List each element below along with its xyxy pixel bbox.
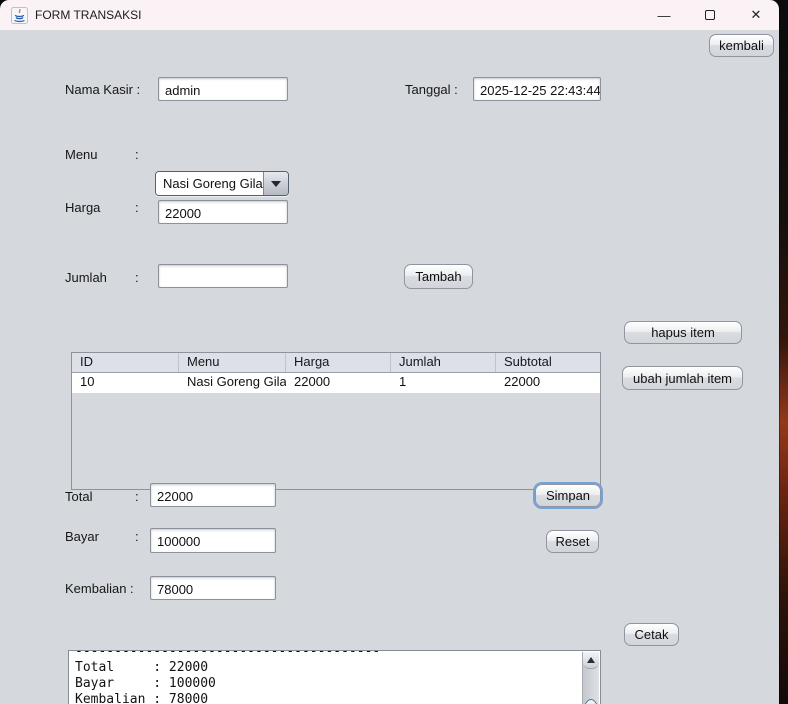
bayar-colon: :: [135, 529, 139, 544]
harga-label: Harga: [65, 200, 101, 215]
titlebar: FORM TRANSAKSI — ✕: [0, 0, 779, 30]
harga-input[interactable]: [158, 200, 288, 224]
hapus-item-button[interactable]: hapus item: [624, 321, 742, 344]
bayar-input[interactable]: [150, 528, 276, 553]
menu-label: Menu: [65, 147, 98, 162]
maximize-icon: [705, 10, 715, 20]
jumlah-input[interactable]: [158, 264, 288, 288]
maximize-button[interactable]: [687, 0, 733, 30]
minimize-button[interactable]: —: [641, 0, 687, 30]
total-label: Total: [65, 489, 93, 504]
form-transaksi-panel: kembali Nama Kasir : Tanggal : Menu : Na…: [0, 30, 779, 704]
window-title: FORM TRANSAKSI: [35, 8, 142, 22]
receipt-text: --------------------------------------- …: [75, 650, 381, 704]
jumlah-colon: :: [135, 270, 139, 285]
nama-kasir-label: Nama Kasir :: [65, 82, 141, 97]
simpan-button[interactable]: Simpan: [535, 484, 601, 507]
kembali-button[interactable]: kembali: [709, 34, 774, 57]
kembalian-label: Kembalian :: [65, 581, 134, 596]
arrow-up-icon: [587, 657, 595, 663]
cetak-button[interactable]: Cetak: [624, 623, 679, 646]
scroll-up-button[interactable]: [583, 652, 599, 669]
items-table: ID Menu Harga Jumlah Subtotal 10 Nasi Go…: [71, 352, 601, 490]
menu-selected-value: Nasi Goreng Gila: [156, 172, 263, 195]
total-input[interactable]: [150, 483, 276, 507]
tanggal-input[interactable]: [473, 77, 601, 101]
minimize-icon: —: [657, 7, 671, 23]
cell-jumlah: 1: [399, 374, 407, 389]
close-button[interactable]: ✕: [733, 0, 779, 30]
bayar-label: Bayar: [65, 529, 99, 544]
ubah-jumlah-item-button[interactable]: ubah jumlah item: [622, 366, 743, 390]
nama-kasir-input[interactable]: [158, 77, 288, 101]
cell-harga: 22000: [294, 374, 331, 389]
close-icon: ✕: [750, 7, 762, 22]
cell-menu: Nasi Goreng Gila: [187, 374, 286, 389]
items-table-header: ID Menu Harga Jumlah Subtotal: [72, 353, 600, 373]
menu-dropdown-button[interactable]: [263, 172, 288, 195]
tambah-button[interactable]: Tambah: [404, 264, 473, 289]
kembalian-input[interactable]: [150, 576, 276, 600]
reset-button[interactable]: Reset: [546, 530, 599, 553]
col-header-menu[interactable]: Menu: [179, 353, 286, 372]
total-colon: :: [135, 489, 139, 504]
receipt-textarea[interactable]: --------------------------------------- …: [68, 650, 601, 704]
col-header-id[interactable]: ID: [72, 353, 179, 372]
table-row[interactable]: 10 Nasi Goreng Gila 22000 1 22000: [72, 373, 600, 393]
java-app-icon: [11, 6, 28, 24]
chevron-down-icon: [271, 180, 281, 187]
cell-id: 10: [80, 374, 95, 389]
col-header-jumlah[interactable]: Jumlah: [391, 353, 496, 372]
harga-colon: :: [135, 200, 139, 215]
col-header-subtotal[interactable]: Subtotal: [504, 354, 552, 369]
col-header-harga[interactable]: Harga: [286, 353, 391, 372]
menu-colon: :: [135, 147, 139, 162]
scrollbar-thumb[interactable]: [583, 699, 599, 704]
tanggal-label: Tanggal :: [405, 82, 458, 97]
menu-select[interactable]: Nasi Goreng Gila: [155, 171, 289, 196]
receipt-scrollbar[interactable]: [582, 652, 599, 704]
cell-subtotal: 22000: [504, 374, 541, 389]
jumlah-label: Jumlah: [65, 270, 107, 285]
